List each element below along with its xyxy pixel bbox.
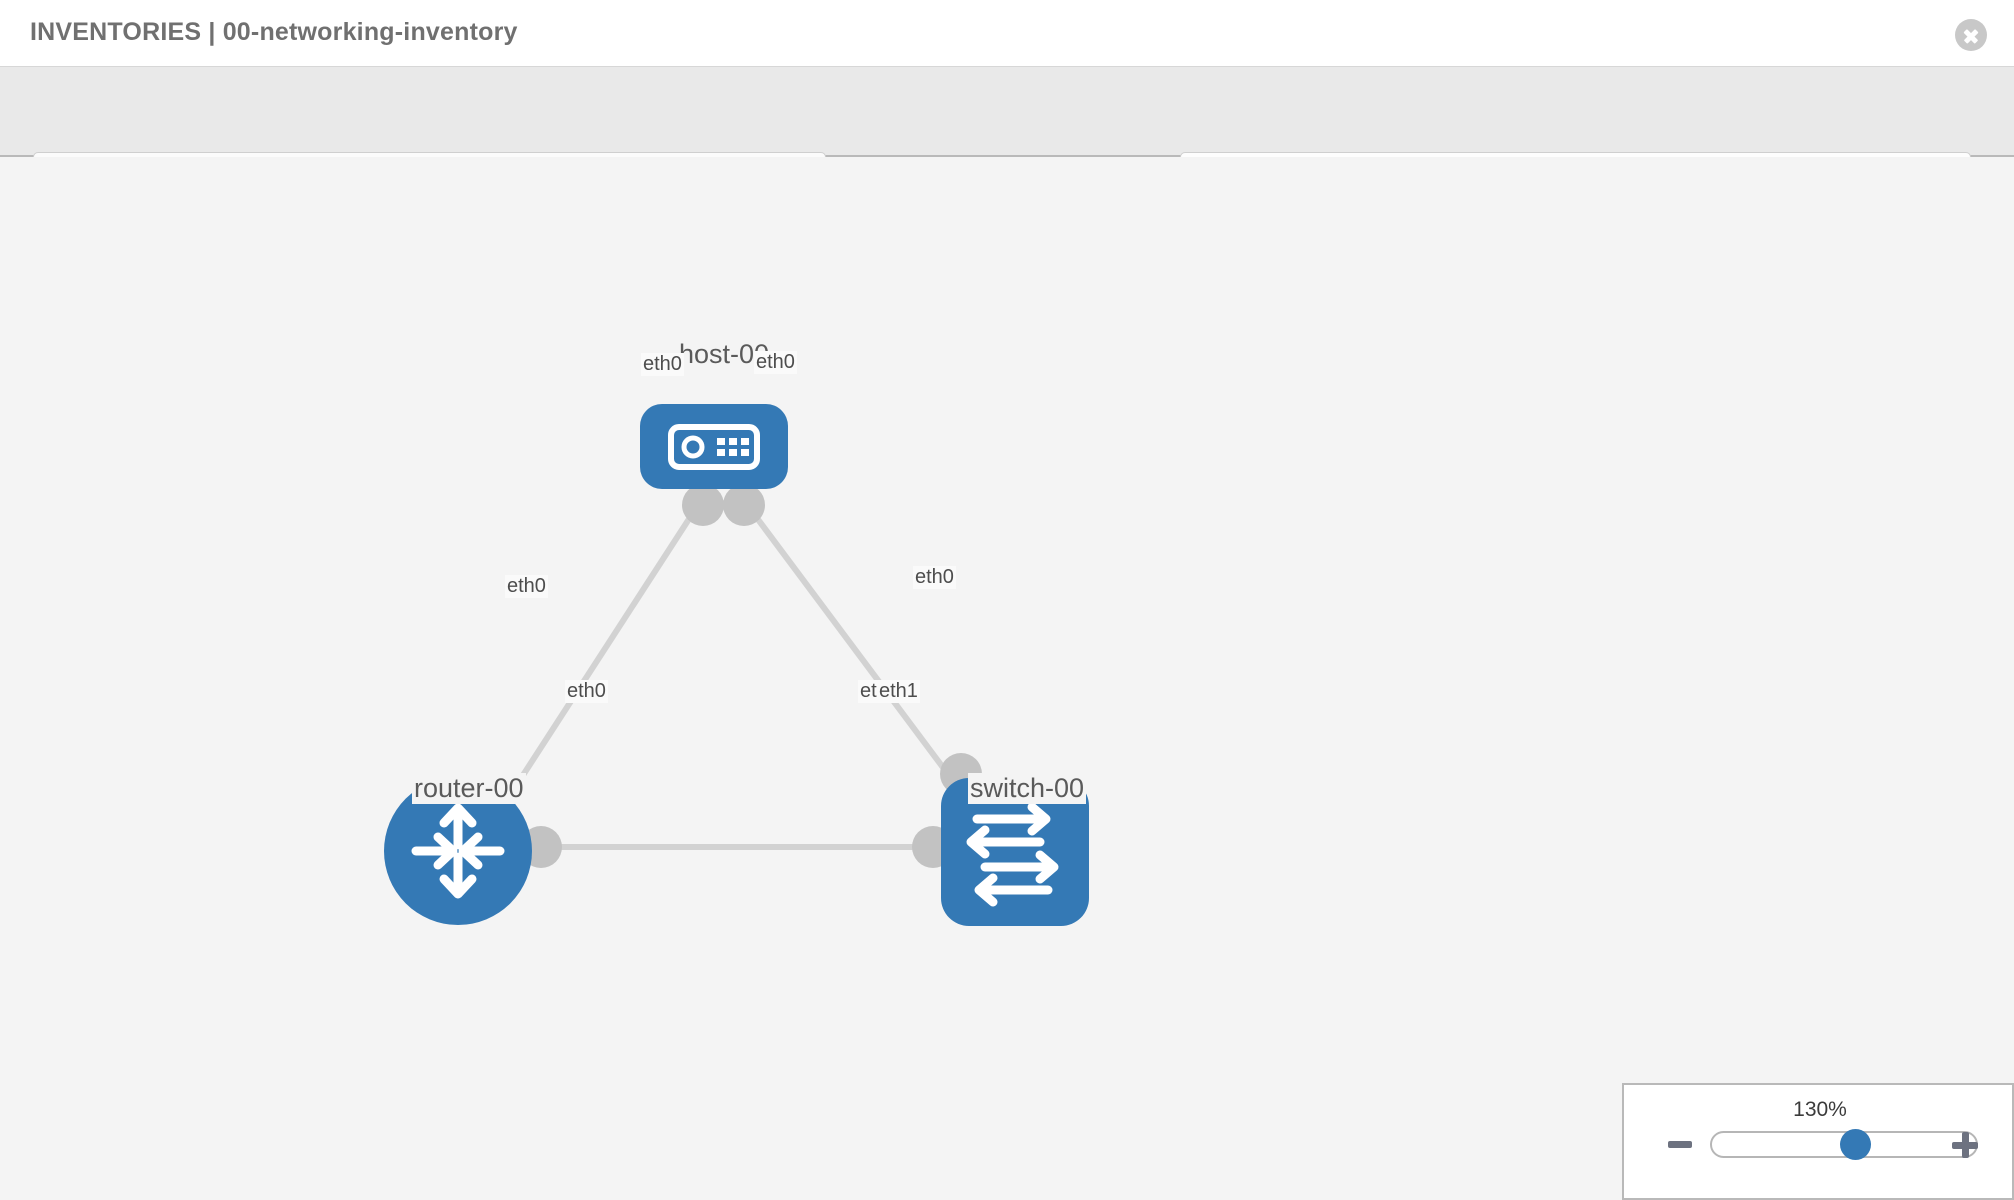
- topology-canvas[interactable]: host-00 router-00 switch-00 eth0 eth0 et…: [0, 157, 2014, 1200]
- iface-label: eth0: [505, 575, 548, 598]
- iface-label: eth0: [641, 353, 684, 376]
- connector-host00-right: [723, 484, 765, 526]
- node-host-00-shape: [640, 404, 788, 489]
- iface-label: eth0: [913, 566, 956, 589]
- server-icon: [668, 424, 760, 470]
- node-label-switch-00: switch-00: [968, 773, 1087, 804]
- node-switch-00: [941, 778, 1089, 926]
- page-title: INVENTORIES | 00-networking-inventory: [30, 18, 518, 46]
- plus-icon-vertical: [1961, 1132, 1969, 1158]
- switch-arrows-icon: [966, 802, 1059, 907]
- iface-label: eth0: [754, 351, 797, 374]
- topology-graph: [384, 404, 1089, 926]
- link-host00-switch00: [742, 500, 968, 799]
- router-arrows-icon: [411, 803, 505, 899]
- zoom-slider-thumb[interactable]: [1840, 1129, 1871, 1160]
- plus-icon[interactable]: [1952, 1132, 1978, 1158]
- iface-label: eth0: [565, 680, 608, 703]
- node-label-router-00: router-00: [412, 773, 526, 804]
- iface-label: eth1: [877, 680, 920, 703]
- node-router-00: [384, 777, 532, 925]
- zoom-level-value: 130%: [1793, 1098, 1847, 1121]
- connector-host00-left: [682, 484, 724, 526]
- page-header: INVENTORIES | 00-networking-inventory: [0, 0, 2014, 67]
- zoom-control-panel: 130%: [1622, 1083, 2014, 1200]
- minus-icon[interactable]: [1668, 1141, 1692, 1148]
- node-router-00-shape: [384, 777, 532, 925]
- toolbar: ACTIONS SEARCH: [0, 67, 2014, 202]
- close-icon[interactable]: [1955, 19, 1987, 51]
- node-host-00: [640, 404, 788, 489]
